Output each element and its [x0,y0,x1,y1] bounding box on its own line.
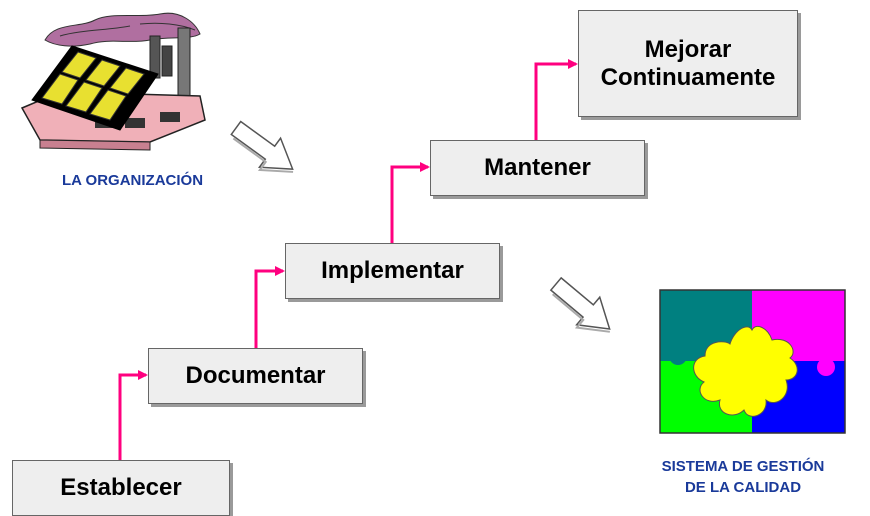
factory-icon [20,12,206,151]
connector-mantener-mejorar [534,59,578,140]
step-mantener-label: Mantener [484,154,591,181]
step-mejorar-label: Mejorar Continuamente [600,35,776,91]
qms-label: SISTEMA DE GESTIÓN DE LA CALIDAD [618,456,868,498]
qms-label-line2: DE LA CALIDAD [684,479,802,496]
step-establecer: Establecer [12,460,230,516]
connector-documentar-implementar [254,266,285,348]
connectors [118,59,578,460]
organization-label: LA ORGANIZACIÓN [61,172,204,189]
step-mejorar-continuamente: Mejorar Continuamente [578,10,798,117]
step-implementar: Implementar [285,243,500,299]
hollow-arrow-icon [549,276,611,333]
connector-implementar-mantener [390,162,430,243]
connector-establecer-documentar [118,370,148,460]
puzzle-icon [659,289,846,434]
step-documentar-label: Documentar [185,362,326,389]
step-documentar: Documentar [148,348,363,404]
step-implementar-label: Implementar [321,257,464,284]
hollow-arrow-icon [230,120,294,173]
qms-label-line1: SISTEMA DE GESTIÓN [661,458,825,475]
step-establecer-label: Establecer [60,474,182,501]
step-mantener: Mantener [430,140,645,196]
